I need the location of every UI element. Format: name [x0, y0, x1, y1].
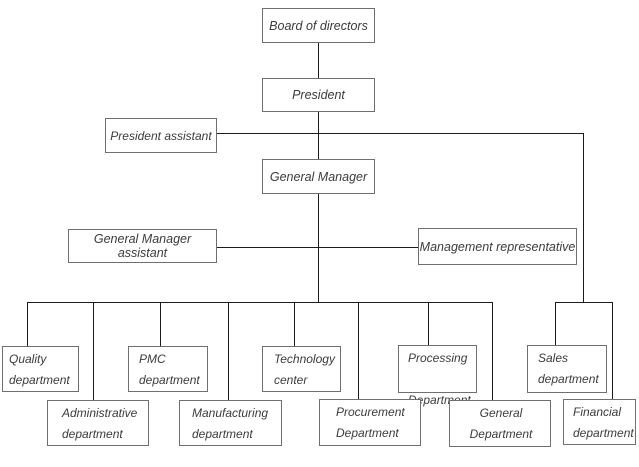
- node-president-assistant: President assistant: [105, 118, 217, 153]
- connector-president-assistant-branch: [217, 133, 583, 134]
- node-general-manager-label: General Manager: [269, 169, 368, 184]
- node-president-label: President: [292, 88, 345, 102]
- node-manufacturing-department: Manufacturing department: [179, 400, 282, 446]
- connector-general-manager-bus: [318, 194, 319, 302]
- node-president: President: [262, 78, 375, 112]
- connector-president-general-manager: [318, 112, 319, 159]
- connector-drop-sales: [555, 302, 556, 345]
- connector-drop-technology: [294, 302, 295, 346]
- connector-gm-assistant-management-representative: [217, 247, 418, 248]
- connector-drop-quality: [27, 302, 28, 346]
- node-processing-department: Processing Department: [398, 345, 477, 407]
- node-general-manager-assistant-label: General Manager assistant: [93, 232, 192, 260]
- connector-department-bus: [27, 302, 493, 303]
- node-administrative-department: Administrative department: [47, 400, 149, 446]
- node-general-manager: General Manager: [262, 159, 375, 194]
- connector-drop-processing: [428, 302, 429, 345]
- connector-drop-manufacturing: [228, 302, 229, 400]
- connector-drop-administrative: [93, 302, 94, 400]
- node-general-manager-assistant: General Manager assistant: [68, 229, 217, 263]
- connector-drop-procurement: [358, 302, 359, 399]
- connector-right-branch-down: [583, 133, 584, 302]
- node-board-of-directors: Board of directors: [262, 8, 375, 43]
- connector-drop-general-department: [492, 302, 493, 400]
- connector-sales-financial-bus: [555, 302, 613, 303]
- node-president-assistant-label: President assistant: [110, 128, 212, 143]
- node-quality-department: Quality department: [2, 346, 79, 392]
- node-sales-department: Sales department: [527, 345, 607, 393]
- node-management-representative-label: Management representative: [419, 239, 576, 254]
- node-financial-department: Financial department: [563, 399, 636, 445]
- node-board-of-directors-label: Board of directors: [269, 18, 368, 33]
- node-procurement-department: Procurement Department: [319, 399, 421, 446]
- connector-board-president: [318, 43, 319, 78]
- connector-drop-pmc: [160, 302, 161, 346]
- node-general-department: General Department: [449, 400, 551, 447]
- node-technology-center: Technology center: [262, 346, 341, 392]
- node-pmc-department: PMC department: [128, 346, 208, 392]
- connector-drop-financial: [612, 302, 613, 399]
- node-management-representative: Management representative: [418, 228, 577, 265]
